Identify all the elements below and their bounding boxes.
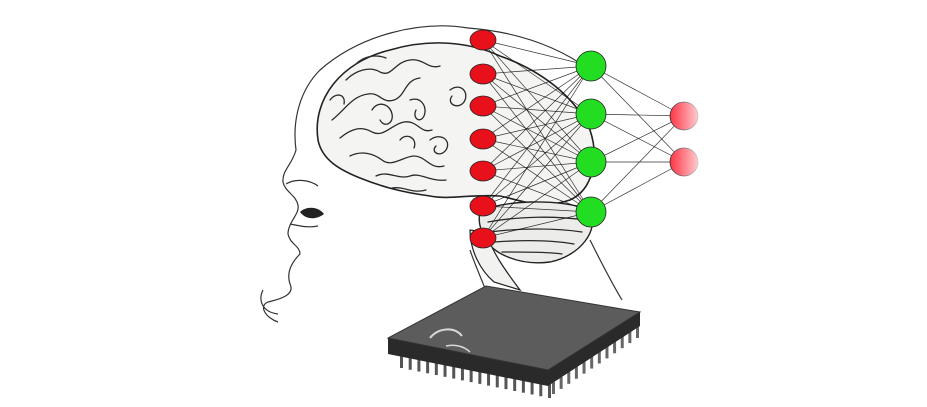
connection-line xyxy=(482,161,592,172)
chip-pin xyxy=(620,336,624,349)
chip-pin xyxy=(539,382,543,397)
chip-pin xyxy=(548,384,551,398)
chip-pin xyxy=(452,364,456,379)
chip-pin xyxy=(417,357,421,372)
connection-line xyxy=(482,73,592,115)
connection-line xyxy=(482,39,592,67)
chip-pin xyxy=(487,371,491,386)
brain-sketch xyxy=(316,42,596,206)
input-node xyxy=(469,29,497,51)
chip-pin xyxy=(478,369,482,384)
connection-line xyxy=(482,138,592,163)
chip-pin xyxy=(521,378,525,393)
input-node xyxy=(469,227,497,249)
connection-line xyxy=(482,113,592,207)
input-node xyxy=(469,195,497,217)
chip-pin xyxy=(590,356,594,369)
connection-line xyxy=(482,105,592,115)
chip-pin xyxy=(400,354,403,368)
connection-line xyxy=(482,39,592,213)
connection-line xyxy=(482,73,592,163)
connection-line xyxy=(482,65,592,140)
connection-line xyxy=(482,65,592,207)
network-connections xyxy=(482,39,685,239)
connection-line xyxy=(482,161,592,207)
hidden-node xyxy=(575,196,607,228)
connection-line xyxy=(482,161,592,239)
connection-line xyxy=(482,170,592,213)
chip-pin xyxy=(495,373,499,388)
connection-line xyxy=(482,65,592,75)
connection-line xyxy=(482,73,592,213)
chip-pin xyxy=(426,359,430,374)
chip-pin xyxy=(567,371,571,384)
chip-pin xyxy=(552,382,555,394)
chip-pin xyxy=(597,351,601,364)
input-node xyxy=(469,95,497,117)
hidden-node xyxy=(575,98,607,130)
chip-pin xyxy=(582,361,586,374)
input-node xyxy=(469,63,497,85)
chip-pin xyxy=(408,355,412,370)
connection-line xyxy=(482,39,592,115)
connection-line xyxy=(482,113,592,140)
connection-line xyxy=(482,65,592,172)
chip-pin xyxy=(613,341,617,354)
connection-line xyxy=(482,113,592,172)
connection-line xyxy=(482,105,592,213)
chip-pin xyxy=(434,361,438,376)
connection-line xyxy=(482,113,592,239)
microchip-icon xyxy=(386,285,642,398)
chip-pin xyxy=(559,376,563,389)
hidden-node xyxy=(575,146,607,178)
chip-pin xyxy=(460,366,464,381)
chip-pin xyxy=(513,376,517,391)
chip-pin xyxy=(574,366,578,379)
connection-line xyxy=(482,39,592,163)
connection-line xyxy=(482,65,592,239)
chip-pin xyxy=(443,362,447,377)
connection-line xyxy=(482,211,592,239)
input-node xyxy=(469,128,497,150)
chip-pin xyxy=(628,331,632,344)
chip-pin xyxy=(530,380,534,395)
hidden-node xyxy=(575,50,607,82)
chip-pin xyxy=(469,368,473,383)
chip-pin xyxy=(504,375,508,390)
connection-line xyxy=(482,105,592,163)
output-fade xyxy=(668,90,708,200)
connection-line xyxy=(482,65,592,107)
input-node xyxy=(469,160,497,182)
connection-line xyxy=(482,205,592,213)
chip-pin xyxy=(605,346,609,359)
chip-pins xyxy=(400,326,639,398)
chip-pin xyxy=(636,326,639,338)
